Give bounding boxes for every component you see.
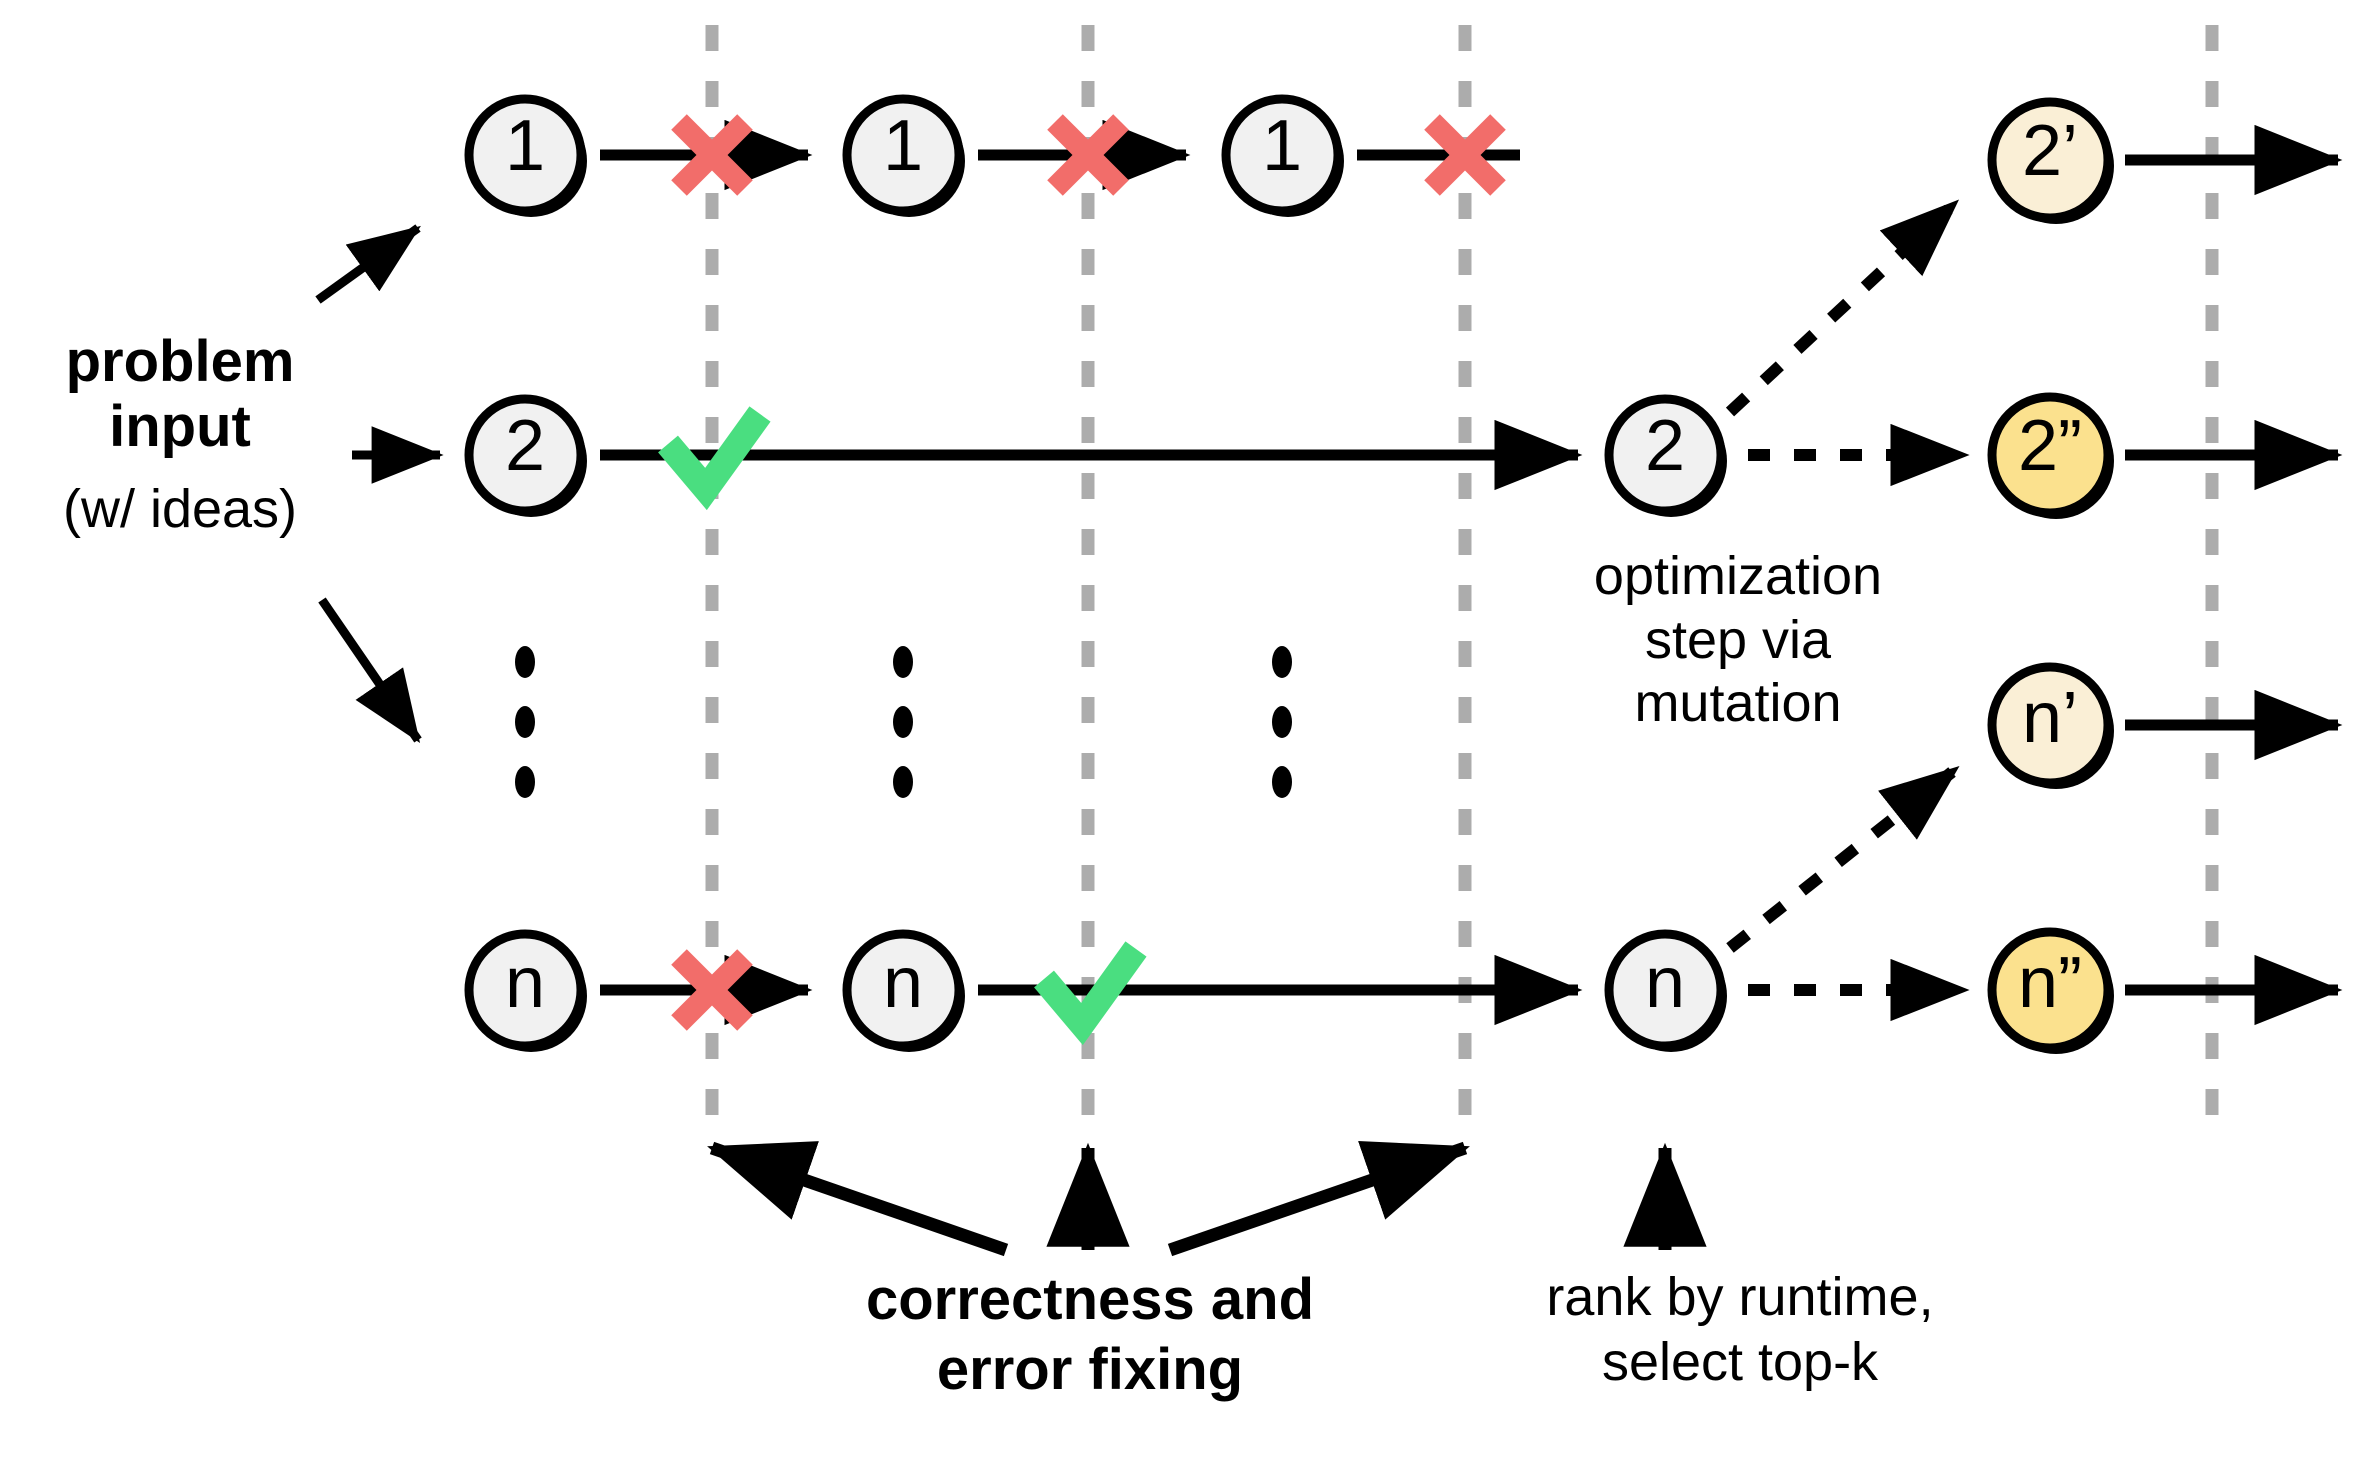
node-r1c1 xyxy=(464,94,587,217)
node-label-r1c3: 1 xyxy=(1261,106,1303,186)
node-r2c1 xyxy=(464,394,587,517)
ellipsis-column-1 xyxy=(515,646,535,798)
exit-arrows xyxy=(2125,124,2343,1026)
cross-icon xyxy=(1424,114,1506,196)
node-r1c3 xyxy=(1221,94,1344,217)
node-circle xyxy=(842,929,964,1051)
node-label-r1c2: 1 xyxy=(882,106,924,186)
input-arrow-down xyxy=(318,597,422,743)
node-label-m2pp: 2” xyxy=(2017,406,2083,486)
node-r4c1 xyxy=(464,929,587,1052)
node-label-r1c1: 1 xyxy=(504,106,546,186)
node-m2pp xyxy=(1987,392,2114,519)
callout-arrow-right xyxy=(1167,1140,1470,1257)
mutation-arrow-2-up xyxy=(1725,199,1960,417)
ellipsis-dot xyxy=(1272,766,1292,798)
ellipsis-column-3 xyxy=(1272,646,1292,798)
ellipsis-dot xyxy=(515,646,535,678)
ellipsis-dots xyxy=(515,646,1292,798)
node-circle xyxy=(1604,394,1726,516)
graph-nodes xyxy=(464,94,2114,1054)
node-circle xyxy=(464,394,586,516)
node-label-r4c1: n xyxy=(504,943,546,1023)
node-label-mnpp: n” xyxy=(2017,943,2083,1023)
node-circle xyxy=(1604,929,1726,1051)
node-m2p xyxy=(1987,97,2114,224)
node-circle xyxy=(842,94,964,216)
node-label-rank2: 2 xyxy=(1644,406,1686,486)
problem-input-label: problem input xyxy=(65,329,295,459)
node-label-mnp: n’ xyxy=(2021,678,2079,758)
node-label-m2p: 2’ xyxy=(2021,111,2079,191)
node-mnpp xyxy=(1987,927,2114,1054)
ellipsis-dot xyxy=(515,706,535,738)
node-mnp xyxy=(1987,662,2114,789)
node-rankn xyxy=(1604,929,1727,1052)
ellipsis-dot xyxy=(515,766,535,798)
correctness-callout-arrows xyxy=(707,1140,1470,1257)
node-r4c2 xyxy=(842,929,965,1052)
mutation-step-label: optimization step via mutation xyxy=(1593,546,1883,734)
mutation-arrows xyxy=(1725,199,1970,1022)
mutation-arrow-n-up xyxy=(1726,766,1960,953)
node-circle xyxy=(1987,392,2113,518)
input-arrow-up xyxy=(315,224,421,304)
dashed-separators xyxy=(705,25,2219,1120)
rank-select-label: rank by runtime, select top-k xyxy=(1546,1267,1934,1392)
ellipsis-dot xyxy=(1272,706,1292,738)
ellipsis-dot xyxy=(893,646,913,678)
check-icon xyxy=(1034,941,1147,1046)
node-circle xyxy=(464,929,586,1051)
node-label-r2c1: 2 xyxy=(504,406,546,486)
node-circle xyxy=(1987,97,2113,223)
callout-arrow-left xyxy=(707,1141,1009,1257)
node-circle xyxy=(464,94,586,216)
input-arrows xyxy=(315,224,444,743)
node-label-r4c2: n xyxy=(882,943,924,1023)
check-icon xyxy=(658,406,771,511)
cross-icon xyxy=(671,114,753,196)
node-label-rankn: n xyxy=(1644,943,1686,1023)
ellipsis-dot xyxy=(893,706,913,738)
ellipsis-column-2 xyxy=(893,646,913,798)
cross-icon xyxy=(671,949,753,1031)
node-circle xyxy=(1221,94,1343,216)
cross-icon xyxy=(1047,114,1129,196)
ellipsis-dot xyxy=(893,766,913,798)
node-circle xyxy=(1987,662,2113,788)
status-markers xyxy=(658,114,1506,1046)
node-r1c2 xyxy=(842,94,965,217)
correctness-label: correctness and error fixing xyxy=(865,1267,1315,1402)
node-circle xyxy=(1987,927,2113,1053)
ellipsis-dot xyxy=(1272,646,1292,678)
node-rank2 xyxy=(1604,394,1727,517)
problem-input-sublabel: (w/ ideas) xyxy=(62,479,298,539)
